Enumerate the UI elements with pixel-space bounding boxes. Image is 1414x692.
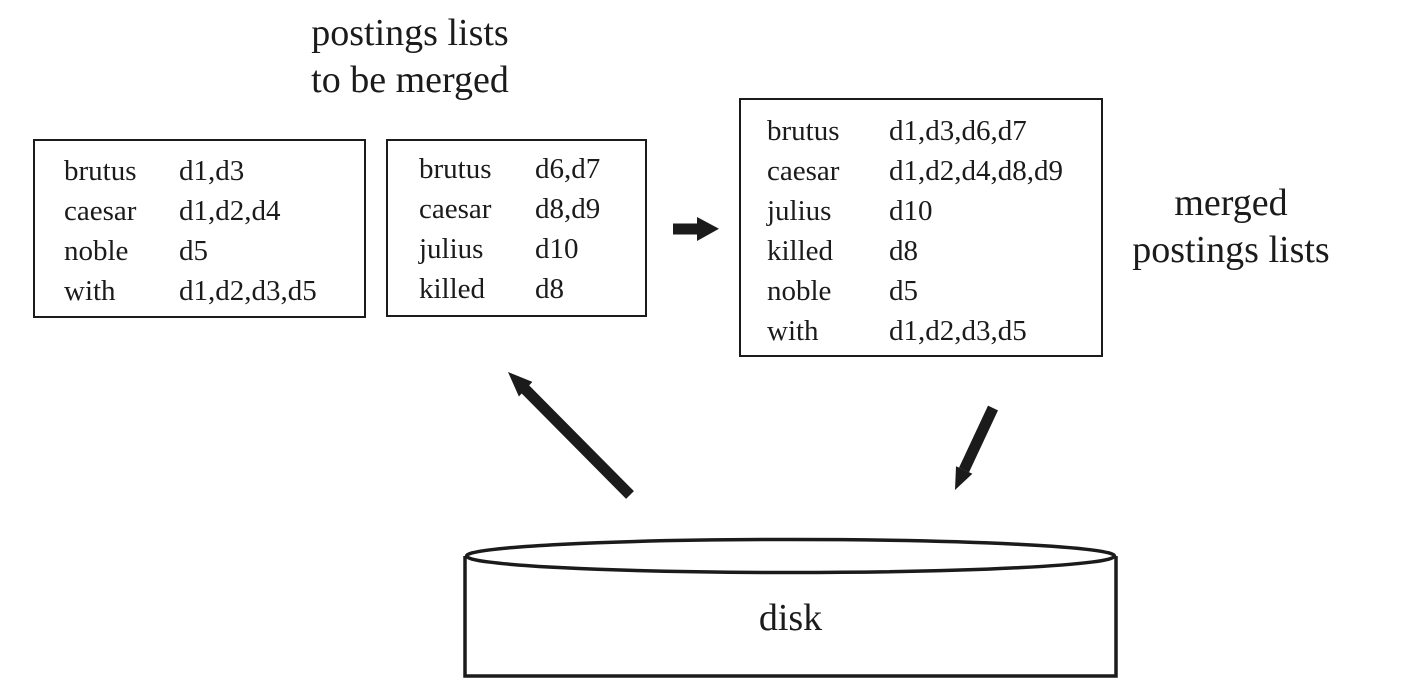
table-row: killed d8 [767, 231, 1101, 271]
term-cell: noble [64, 234, 129, 267]
source-blocks-caption: postings lists to be merged [220, 10, 600, 104]
term-cell: killed [419, 272, 486, 305]
term-cell: brutus [64, 154, 137, 187]
postings-cell: d1,d2,d3,d5 [889, 314, 1027, 347]
term-cell: with [64, 274, 116, 307]
table-row: julius d10 [419, 229, 645, 269]
term-cell: julius [419, 232, 484, 265]
merged-postings-block: brutus d1,d3,d6,d7 caesar d1,d2,d4,d8,d9… [739, 98, 1103, 357]
table-row: brutus d1,d3,d6,d7 [767, 111, 1101, 151]
term-cell: noble [767, 274, 832, 307]
table-row: noble d5 [64, 231, 364, 271]
term-cell: julius [767, 194, 832, 227]
table-row: noble d5 [767, 271, 1101, 311]
postings-cell: d10 [889, 194, 933, 227]
table-row: julius d10 [767, 191, 1101, 231]
table-row: brutus d6,d7 [419, 149, 645, 189]
term-cell: killed [767, 234, 834, 267]
term-cell: brutus [767, 114, 840, 147]
table-row: caesar d1,d2,d4 [64, 191, 364, 231]
postings-cell: d1,d2,d4 [179, 194, 281, 227]
table-row: with d1,d2,d3,d5 [64, 271, 364, 311]
postings-cell: d1,d2,d4,d8,d9 [889, 154, 1063, 187]
read-from-disk-arrow-icon [508, 372, 634, 499]
postings-cell: d8 [535, 272, 564, 305]
table-row: with d1,d2,d3,d5 [767, 311, 1101, 351]
term-cell: caesar [767, 154, 840, 187]
merge-right-arrow-icon [673, 217, 719, 241]
table-row: caesar d8,d9 [419, 189, 645, 229]
table-row: killed d8 [419, 269, 645, 309]
table-row: caesar d1,d2,d4,d8,d9 [767, 151, 1101, 191]
merged-caption-line2: postings lists [1132, 229, 1330, 271]
postings-cell: d1,d3,d6,d7 [889, 114, 1027, 147]
write-to-disk-arrow-icon [955, 405, 998, 490]
source-caption-line2: to be merged [311, 59, 509, 101]
postings-cell: d10 [535, 232, 579, 265]
term-cell: brutus [419, 152, 492, 185]
source-caption-line1: postings lists [311, 12, 509, 54]
postings-cell: d5 [889, 274, 918, 307]
postings-cell: d6,d7 [535, 152, 601, 185]
disk-label: disk [758, 597, 823, 639]
term-cell: caesar [419, 192, 492, 225]
term-cell: with [767, 314, 819, 347]
postings-cell: d8,d9 [535, 192, 601, 225]
merged-block-caption: merged postings lists [1100, 180, 1362, 274]
postings-cell: d1,d2,d3,d5 [179, 274, 317, 307]
disk-cylinder-icon [463, 537, 1118, 678]
postings-block-2: brutus d6,d7 caesar d8,d9 julius d10 kil… [386, 139, 647, 317]
postings-block-1: brutus d1,d3 caesar d1,d2,d4 noble d5 wi… [33, 139, 366, 318]
table-row: brutus d1,d3 [64, 151, 364, 191]
postings-cell: d5 [179, 234, 208, 267]
term-cell: caesar [64, 194, 137, 227]
merged-caption-line1: merged [1174, 182, 1288, 224]
postings-cell: d8 [889, 234, 918, 267]
postings-cell: d1,d3 [179, 154, 245, 187]
